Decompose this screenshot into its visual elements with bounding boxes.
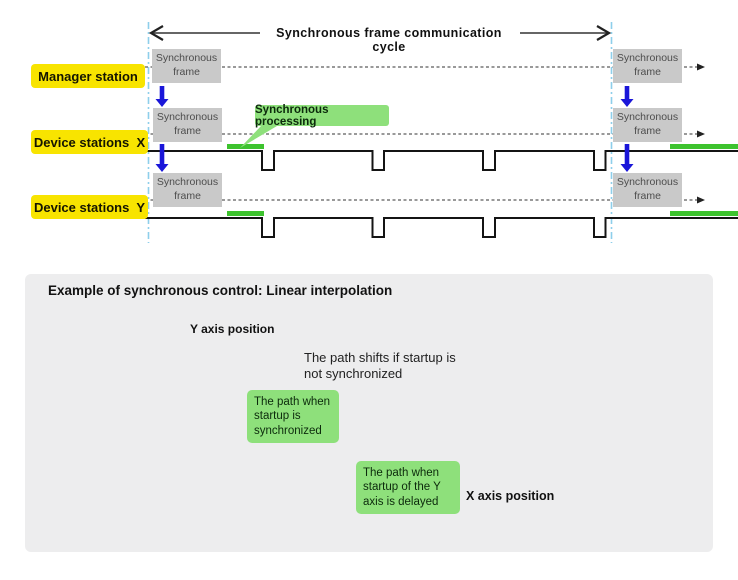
sync-frame-box-x-right: Synchronous frame <box>613 108 682 142</box>
cycle-boundary-lines <box>147 22 613 243</box>
frame-box-line1: Synchronous <box>616 111 679 124</box>
cycle-label: Synchronous frame communication cycle <box>263 26 515 54</box>
device-station-x-label: Device stations X <box>31 130 148 154</box>
panel-title: Example of synchronous control: Linear i… <box>48 283 393 298</box>
sync-processing-bar-x1 <box>227 144 264 149</box>
synchronous-processing-callout: Synchronous processing <box>255 104 389 128</box>
device-station-y-label: Device stations Y <box>31 195 148 219</box>
sync-processing-bar-y1 <box>227 211 264 216</box>
sync-frame-box-y-left: Synchronous frame <box>153 173 222 207</box>
shift-note: The path shifts if startup is not synchr… <box>304 350 456 381</box>
sync-frame-box-manager-left: Synchronous frame <box>152 49 221 83</box>
frame-box-line1: Synchronous <box>156 176 219 189</box>
cycle-arrow <box>148 25 612 41</box>
sync-processing-bar-y2 <box>670 211 738 216</box>
frame-box-line2: frame <box>634 125 661 137</box>
frame-box-line2: frame <box>634 190 661 202</box>
sync-frame-box-y-right: Synchronous frame <box>613 173 682 207</box>
frame-box-line1: Synchronous <box>155 52 218 65</box>
sync-processing-bar-x2 <box>670 144 738 149</box>
device-y-timeline <box>145 196 705 204</box>
sync-frame-box-manager-right: Synchronous frame <box>613 49 682 83</box>
synchronized-path-callout: The path when startup is synchronized <box>247 390 339 443</box>
manager-timeline <box>145 63 705 71</box>
device-x-waveform <box>145 144 738 171</box>
delayed-path-callout: The path when startup of the Y axis is d… <box>356 461 460 514</box>
manager-station-label: Manager station <box>31 64 145 88</box>
frame-box-line2: frame <box>174 190 201 202</box>
frame-transfer-arrows <box>155 86 634 172</box>
frame-box-line1: Synchronous <box>616 176 679 189</box>
frame-box-line2: frame <box>634 66 661 78</box>
processing-callout-tail <box>240 126 277 148</box>
frame-box-line2: frame <box>174 125 201 137</box>
device-x-timeline <box>145 130 705 138</box>
x-axis-label: X axis position <box>466 489 555 503</box>
frame-box-line2: frame <box>173 66 200 78</box>
device-y-waveform <box>145 211 738 238</box>
frame-box-line1: Synchronous <box>156 111 219 124</box>
y-axis-label: Y axis position <box>190 322 275 336</box>
sync-frame-box-x-left: Synchronous frame <box>153 108 222 142</box>
frame-box-line1: Synchronous <box>616 52 679 65</box>
